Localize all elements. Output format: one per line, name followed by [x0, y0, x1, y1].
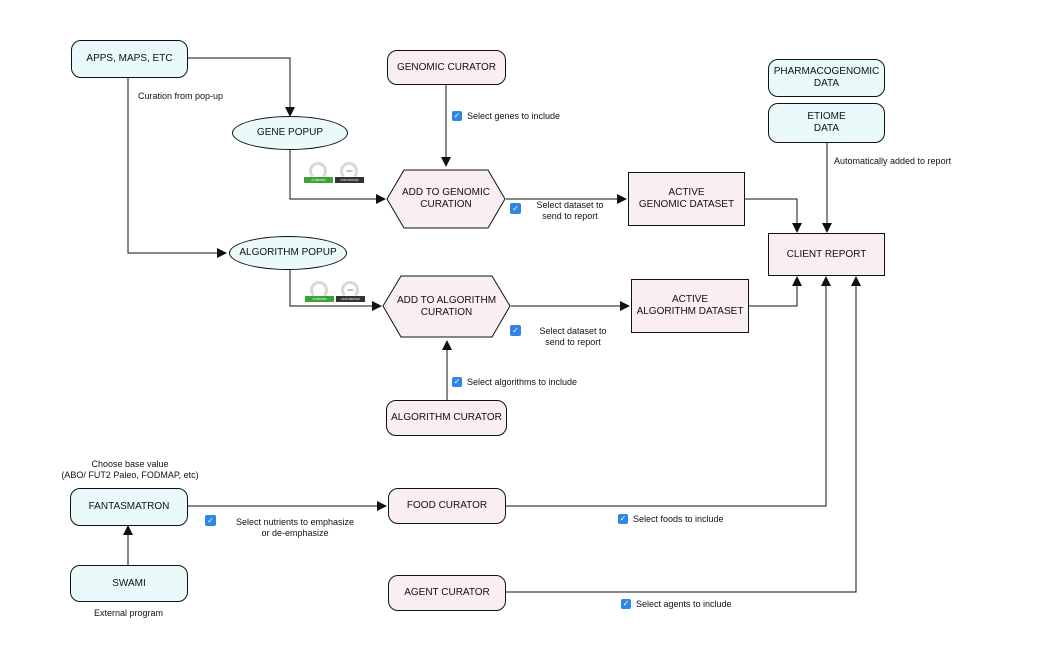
uncurated-badge[interactable]: ADD UNCURATED [336, 281, 365, 302]
checkbox-select-foods[interactable]: ✓ Select foods to include [618, 514, 724, 525]
node-algorithm-popup-label: ALGORITHM POPUP [239, 247, 337, 258]
edge-apps-to-gene-popup [188, 57, 295, 117]
curation-badges-algorithm: CURATED ADD UNCURATED [305, 281, 367, 303]
node-active-genomic-dataset[interactable]: ACTIVE GENOMIC DATASET [628, 172, 745, 226]
checkbox-icon[interactable]: ✓ [510, 325, 521, 336]
label-choose-base-value: Choose base value (ABO/ FUT2 Paleo, FODM… [61, 459, 199, 480]
node-etiome-data-label: ETIOME DATA [807, 111, 846, 134]
curated-badge[interactable]: CURATED [304, 162, 333, 183]
label-automatically-added: Automatically added to report [834, 156, 952, 166]
checkbox-icon[interactable]: ✓ [452, 377, 462, 387]
hexagon-shape [386, 169, 506, 229]
node-client-report[interactable]: CLIENT REPORT [768, 233, 885, 276]
node-pharmacogenomic-data[interactable]: PHARMACOGENOMIC DATA [768, 59, 885, 97]
node-active-algorithm-dataset-label: ACTIVE ALGORITHM DATASET [636, 294, 744, 317]
label-select-dataset-algorithm: Select dataset to send to report [539, 326, 607, 347]
node-food-curator-label: FOOD CURATOR [406, 500, 488, 511]
node-agent-curator-label: AGENT CURATOR [404, 587, 490, 598]
edge-algorithm-popup-to-add-algorithm [289, 270, 382, 311]
edge-agent-curator-to-report [506, 276, 861, 593]
label-external-program: External program [94, 608, 164, 618]
node-fantasmatron-label: FANTASMATRON [88, 501, 170, 512]
checkbox-select-algorithms[interactable]: ✓ Select algorithms to include [452, 377, 577, 388]
checkbox-select-genes[interactable]: ✓ Select genes to include [452, 111, 560, 122]
add-badge-label: ADD [347, 288, 354, 292]
node-algorithm-curator[interactable]: ALGORITHM CURATOR [386, 400, 507, 436]
node-add-algorithm-curation-label: ADD TO ALGORITHM CURATION [396, 294, 497, 318]
checkbox-select-agents-label: Select agents to include [636, 599, 732, 609]
checkbox-icon[interactable]: ✓ [452, 111, 462, 121]
checkbox-icon[interactable]: ✓ [510, 203, 521, 214]
hexagon-shape [382, 275, 511, 338]
node-apps-maps-label: APPS, MAPS, ETC [86, 53, 173, 64]
node-swami-label: SWAMI [112, 577, 146, 589]
node-client-report-label: CLIENT REPORT [786, 248, 867, 260]
checkbox-select-agents[interactable]: ✓ Select agents to include [621, 599, 732, 610]
checkbox-select-foods-label: Select foods to include [633, 514, 724, 524]
checkbox-icon[interactable]: ✓ [621, 599, 631, 609]
checkbox-icon[interactable]: ✓ [618, 514, 628, 524]
label-select-dataset-genomic: Select dataset to send to report [536, 200, 604, 221]
checkbox-icon[interactable]: ✓ [205, 515, 216, 526]
node-agent-curator[interactable]: AGENT CURATOR [388, 575, 506, 611]
node-etiome-data[interactable]: ETIOME DATA [768, 103, 885, 143]
curated-badge-label: CURATED [304, 177, 333, 183]
node-gene-popup-label: GENE POPUP [256, 127, 324, 138]
node-add-genomic-curation-label: ADD TO GENOMIC CURATION [402, 187, 490, 210]
uncurated-badge-label: UNCURATED [336, 296, 365, 302]
label-curation-from-popup: Curation from pop-up [138, 91, 224, 101]
node-algorithm-popup[interactable]: ALGORITHM POPUP [229, 236, 347, 270]
edge-gene-popup-to-add-genomic [289, 150, 386, 204]
curated-badge-label: CURATED [305, 296, 334, 302]
node-apps-maps[interactable]: APPS, MAPS, ETC [71, 40, 188, 78]
node-algorithm-curator-label: ALGORITHM CURATOR [391, 412, 502, 423]
node-gene-popup[interactable]: GENE POPUP [232, 116, 348, 150]
node-genomic-curator-label: GENOMIC CURATOR [396, 61, 497, 73]
edge-active-genomic-to-report [745, 198, 802, 233]
node-add-algorithm-curation[interactable]: ADD TO ALGORITHM CURATION [382, 275, 511, 338]
node-food-curator[interactable]: FOOD CURATOR [388, 488, 506, 524]
add-badge-label: ADD [346, 169, 353, 173]
edge-food-curator-to-report [506, 276, 831, 507]
node-add-genomic-curation[interactable]: ADD TO GENOMIC CURATION [386, 169, 506, 229]
checkbox-select-algorithms-label: Select algorithms to include [467, 377, 578, 387]
node-genomic-curator[interactable]: GENOMIC CURATOR [387, 50, 506, 85]
node-active-algorithm-dataset[interactable]: ACTIVE ALGORITHM DATASET [631, 279, 749, 333]
node-swami[interactable]: SWAMI [70, 565, 188, 602]
node-active-genomic-dataset-label: ACTIVE GENOMIC DATASET [638, 187, 735, 210]
curation-badges-genomic: CURATED ADD UNCURATED [304, 162, 366, 184]
curated-badge[interactable]: CURATED [305, 281, 334, 302]
label-select-nutrients: Select nutrients to emphasize or de-emph… [235, 517, 355, 538]
edge-apps-to-algorithm-popup [127, 78, 227, 258]
edge-active-algorithm-to-report [749, 276, 802, 307]
node-fantasmatron[interactable]: FANTASMATRON [70, 488, 188, 526]
node-pharmacogenomic-data-label: PHARMACOGENOMIC DATA [773, 66, 880, 89]
uncurated-badge-label: UNCURATED [335, 177, 364, 183]
uncurated-badge[interactable]: ADD UNCURATED [335, 162, 364, 183]
checkbox-select-genes-label: Select genes to include [467, 111, 561, 121]
